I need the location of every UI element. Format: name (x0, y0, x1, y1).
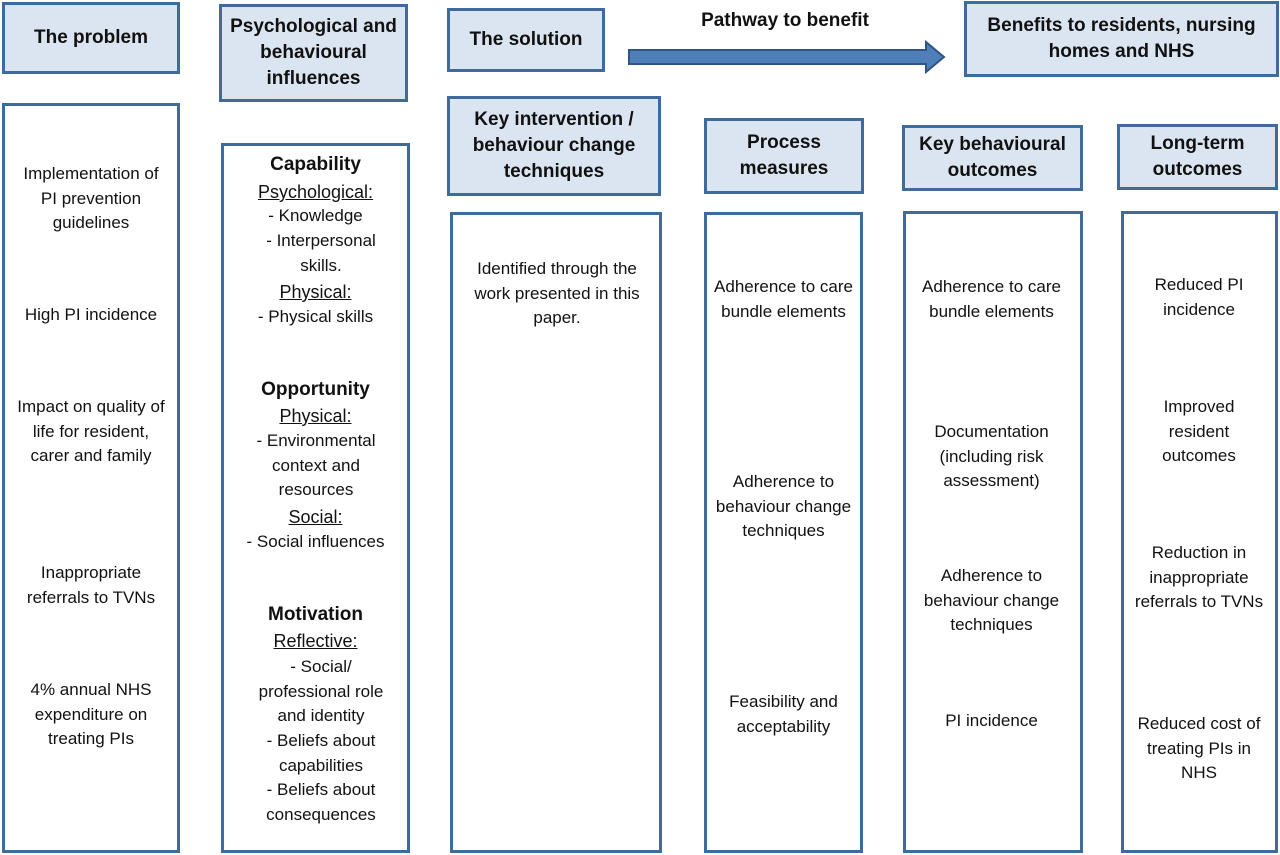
behavioural-column (903, 211, 1083, 853)
problem-item: 4% annual NHS expenditure on treating PI… (30, 680, 152, 748)
longterm-item: Reduced cost of treating PIs in NHS (1137, 714, 1261, 782)
process-column (704, 212, 863, 853)
header-key-behavioural-outcomes: Key behavioural outcomes (902, 125, 1083, 191)
role-item: - Social/ professional role and identity (258, 657, 384, 725)
header-key-intervention-text: Key intervention / behaviour change tech… (472, 109, 636, 182)
beliefs-consequences-item: - Beliefs about consequences (266, 780, 376, 824)
physical-opportunity-label: Physical: (279, 406, 352, 426)
header-process-measures: Process measures (704, 118, 864, 194)
pathway-arrow-icon (628, 40, 946, 74)
header-influences: Psychological and behavioural influences (219, 4, 408, 102)
header-long-term-outcomes-text: Long-term outcomes (1150, 133, 1245, 180)
header-influences-text: Psychological and behavioural influences (230, 16, 397, 89)
knowledge-item: - Knowledge (268, 206, 363, 225)
longterm-item: Reduced PI incidence (1154, 275, 1244, 319)
header-the-problem: The problem (2, 2, 180, 74)
problem-item: Impact on quality of life for resident, … (17, 397, 165, 465)
behavioural-item: PI incidence (945, 711, 1038, 730)
pathway-label: Pathway to benefit (701, 10, 869, 31)
process-item: Adherence to behaviour change techniques (715, 472, 852, 540)
header-the-problem-text: The problem (33, 27, 148, 48)
problem-column (2, 103, 180, 853)
problem-item: High PI incidence (24, 305, 158, 324)
header-the-solution: The solution (447, 8, 605, 72)
header-benefits-text: Benefits to residents, nursing homes and… (987, 15, 1256, 62)
opportunity-heading: Opportunity (261, 379, 370, 400)
behavioural-item: Adherence to behaviour change techniques (923, 566, 1060, 634)
psychological-label: Psychological: (257, 182, 374, 202)
intervention-item: Identified through the work presented in… (474, 259, 640, 327)
header-long-term-outcomes: Long-term outcomes (1117, 124, 1278, 190)
process-item: Feasibility and acceptability (729, 692, 838, 736)
intervention-column (450, 212, 662, 853)
problem-item: Inappropriate referrals to TVNs (26, 563, 156, 607)
interpersonal-item: - Interpersonal skills. (266, 231, 376, 275)
social-influences-item: - Social influences (246, 532, 385, 551)
environmental-item: - Environmental context and resources (256, 431, 376, 499)
header-the-solution-text: The solution (469, 29, 583, 50)
physical-capability-label: Physical: (279, 282, 352, 302)
motivation-heading: Motivation (268, 604, 363, 625)
header-process-measures-text: Process measures (739, 132, 829, 179)
social-label: Social: (288, 507, 343, 527)
longterm-column (1121, 211, 1278, 853)
beliefs-capabilities-item: - Beliefs about capabilities (266, 731, 376, 775)
header-key-behavioural-outcomes-text: Key behavioural outcomes (919, 134, 1066, 181)
problem-item: Implementation of PI prevention guidelin… (23, 164, 159, 232)
behavioural-item: Documentation (including risk assessment… (934, 422, 1049, 490)
influences-column (221, 143, 410, 853)
capability-heading: Capability (270, 154, 361, 175)
longterm-item: Improved resident outcomes (1162, 397, 1236, 465)
header-benefits: Benefits to residents, nursing homes and… (964, 1, 1279, 77)
physical-skills-item: - Physical skills (257, 307, 374, 326)
process-item: Adherence to care bundle elements (714, 277, 853, 321)
behavioural-item: Adherence to care bundle elements (922, 277, 1061, 321)
header-key-intervention: Key intervention / behaviour change tech… (447, 96, 661, 196)
reflective-label: Reflective: (273, 631, 358, 651)
longterm-item: Reduction in inappropriate referrals to … (1134, 543, 1264, 611)
